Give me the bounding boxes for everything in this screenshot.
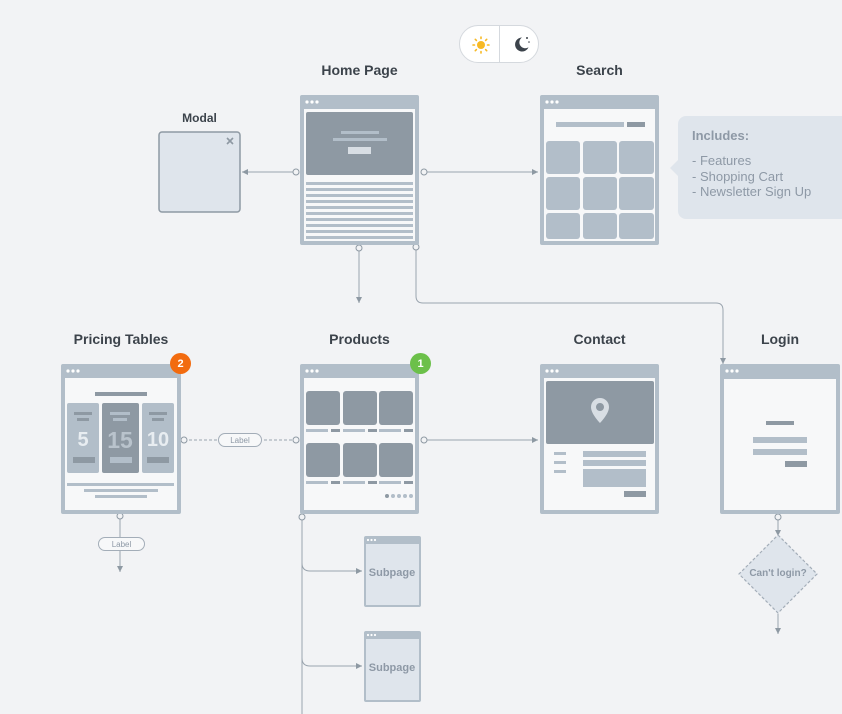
home-page-node[interactable] <box>300 95 419 245</box>
theme-toggle[interactable] <box>459 25 539 63</box>
pricing-value-2: 15 <box>107 427 133 453</box>
connector-dot[interactable] <box>420 168 428 176</box>
modal-node[interactable] <box>158 131 241 213</box>
products-node[interactable] <box>300 364 419 514</box>
subpage-label: Subpage <box>368 662 416 674</box>
map-pin-icon <box>591 398 609 423</box>
pricing-badge: 2 <box>170 353 191 374</box>
edge-label-pricing-down[interactable]: Label <box>98 537 145 551</box>
connector-dot[interactable] <box>420 436 428 444</box>
moon-icon <box>515 37 530 52</box>
search-node[interactable] <box>540 95 659 245</box>
pricing-tables-node[interactable]: 5 15 10 <box>61 364 181 514</box>
pricing-value-1: 5 <box>77 429 88 451</box>
pagination-dots <box>385 494 413 498</box>
edge-label-pricing-products[interactable]: Label <box>218 433 262 447</box>
edge-home-login <box>415 247 726 364</box>
subpage-label: Subpage <box>368 567 416 579</box>
subpage-node-2[interactable] <box>364 631 421 702</box>
contact-title: Contact <box>573 331 626 347</box>
search-title: Search <box>576 62 623 78</box>
callout-heading: Includes: <box>692 128 750 143</box>
pricing-value-3: 10 <box>147 429 169 451</box>
contact-submit <box>624 491 646 497</box>
login-node[interactable] <box>720 364 840 514</box>
modal-title: Modal <box>182 111 217 125</box>
connector-dot[interactable] <box>355 244 363 252</box>
sun-icon <box>472 36 490 54</box>
hero-button <box>348 147 371 154</box>
products-title: Products <box>329 331 390 347</box>
connector-dot[interactable] <box>180 436 188 444</box>
login-button <box>785 461 807 467</box>
callout-item: - Features <box>692 153 752 168</box>
edge-products-subpage-2 <box>301 657 362 669</box>
connector-dot[interactable] <box>298 513 306 521</box>
includes-callout: Includes: - Features - Shopping Cart - N… <box>670 116 842 219</box>
hero-block <box>306 112 413 175</box>
contact-node[interactable] <box>540 364 659 514</box>
products-badge: 1 <box>410 353 431 374</box>
pricing-plan-col <box>142 403 174 473</box>
connector-dot[interactable] <box>292 436 300 444</box>
light-mode-button[interactable] <box>460 26 500 62</box>
connector-dot[interactable] <box>292 168 300 176</box>
cant-login-label: Can't login? <box>749 568 807 579</box>
toggle-divider <box>499 26 500 62</box>
pricing-plan-col <box>67 403 99 473</box>
dark-mode-button[interactable] <box>500 26 540 62</box>
cant-login-decision[interactable] <box>738 534 818 614</box>
pricing-tables-title: Pricing Tables <box>73 331 169 347</box>
home-page-title: Home Page <box>321 62 398 78</box>
connector-dot[interactable] <box>774 513 782 521</box>
pricing-plan-col <box>102 403 139 473</box>
callout-item: - Newsletter Sign Up <box>692 184 812 199</box>
close-icon <box>226 137 234 145</box>
subpage-node-1[interactable] <box>364 536 421 607</box>
edge-products-subpage-1 <box>301 562 362 574</box>
callout-item: - Shopping Cart <box>692 168 784 184</box>
login-title: Login <box>760 331 800 347</box>
connector-dots <box>116 168 782 521</box>
